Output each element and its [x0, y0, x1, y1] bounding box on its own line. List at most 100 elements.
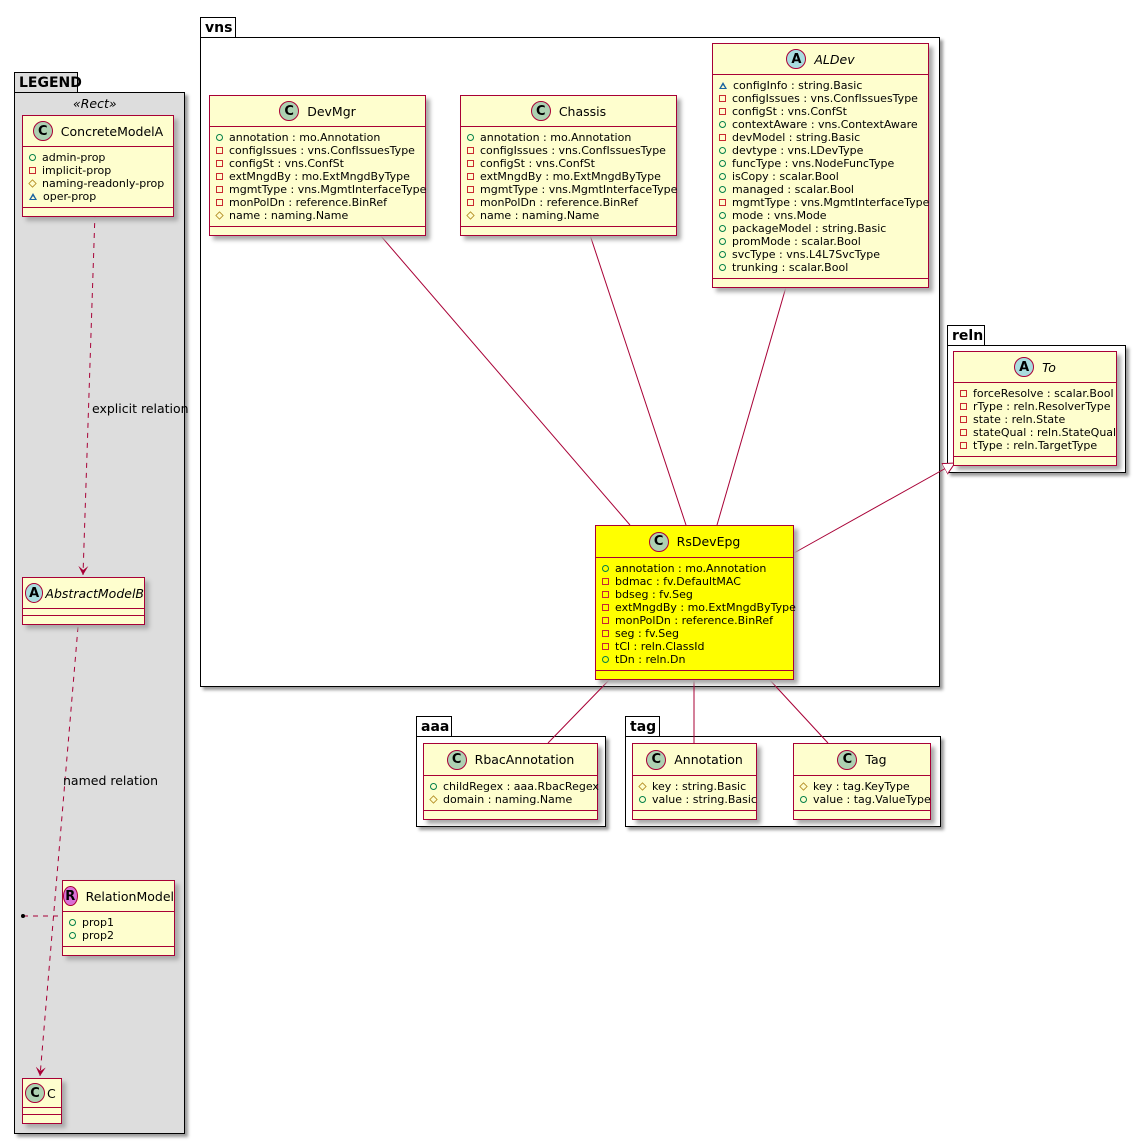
- attribute-row: annotation : mo.Annotation: [602, 562, 787, 575]
- attribute-text: bdseg : fv.Seg: [615, 588, 693, 601]
- class-name: RelationModel: [85, 888, 174, 904]
- package-reln: [947, 345, 1126, 473]
- private-visibility-icon: [467, 199, 474, 206]
- attribute-text: devModel : string.Basic: [732, 131, 861, 144]
- package-vns: [200, 37, 940, 687]
- private-visibility-icon: [467, 186, 474, 193]
- attribute-text: configSt : vns.ConfSt: [480, 157, 595, 170]
- attribute-text: value : string.Basic: [652, 793, 757, 806]
- private-visibility-icon: [602, 617, 609, 624]
- private-visibility-icon: [602, 578, 609, 585]
- attribute-text: mode : vns.Mode: [732, 209, 827, 222]
- attribute-text: monPolDn : reference.BinRef: [480, 196, 638, 209]
- protected-visibility-icon: [429, 795, 438, 804]
- attribute-text: key : tag.KeyType: [813, 780, 910, 793]
- public-visibility-icon: [639, 796, 646, 803]
- class-methods: [954, 457, 1116, 465]
- private-visibility-icon: [719, 199, 726, 206]
- attribute-row: extMngdBy : mo.ExtMngdByType: [467, 170, 670, 183]
- class-name: RsDevEpg: [676, 534, 741, 549]
- attribute-text: packageModel : string.Basic: [732, 222, 887, 235]
- attribute-text: domain : naming.Name: [443, 793, 573, 806]
- legend-stereotype: «Rect»: [73, 96, 117, 111]
- private-visibility-icon: [602, 630, 609, 637]
- attribute-row: funcType : vns.NodeFuncType: [719, 157, 922, 170]
- attribute-row: forceResolve : scalar.Bool: [960, 387, 1114, 400]
- class-header: C ConcreteModelA: [23, 116, 173, 147]
- public-visibility-icon: [719, 186, 726, 193]
- public-visibility-icon: [29, 154, 36, 161]
- public-visibility-icon: [719, 121, 726, 128]
- attribute-row: isCopy : scalar.Bool: [719, 170, 922, 183]
- class-methods: [210, 227, 425, 235]
- attribute-row: naming-readonly-prop: [28, 177, 167, 190]
- class-icon: C: [32, 121, 53, 141]
- attribute-text: implicit-prop: [42, 164, 112, 177]
- attribute-text: mgmtType : vns.MgmtInterfaceType: [732, 196, 930, 209]
- protected-visibility-icon: [28, 179, 37, 188]
- private-visibility-icon: [960, 403, 967, 410]
- attribute-row: implicit-prop: [29, 164, 167, 177]
- package-tag: [625, 736, 941, 827]
- attribute-text: extMngdBy : mo.ExtMngdByType: [480, 170, 661, 183]
- attribute-text: name : naming.Name: [229, 209, 349, 222]
- class-name: ConcreteModelA: [60, 123, 164, 139]
- public-visibility-icon: [719, 160, 726, 167]
- attribute-row: rType : reln.ResolverType: [960, 400, 1111, 413]
- class-attributes: [23, 1108, 61, 1115]
- relation-junction-dot: [21, 914, 25, 918]
- attribute-row: configInfo : string.Basic: [719, 79, 922, 92]
- attribute-text: monPolDn : reference.BinRef: [615, 614, 773, 627]
- private-visibility-icon: [216, 199, 223, 206]
- attribute-text: monPolDn : reference.BinRef: [229, 196, 387, 209]
- public-visibility-icon: [719, 225, 726, 232]
- public-visibility-icon: [800, 796, 807, 803]
- attribute-row: mode : vns.Mode: [719, 209, 922, 222]
- protected-visibility-icon: [466, 211, 475, 220]
- public-visibility-icon: [602, 656, 609, 663]
- attribute-row: managed : scalar.Bool: [719, 183, 922, 196]
- attribute-text: prop1: [82, 916, 114, 929]
- class-icon: C: [446, 749, 467, 770]
- attribute-row: packageModel : string.Basic: [719, 222, 922, 235]
- attribute-row: annotation : mo.Annotation: [216, 131, 419, 144]
- attribute-row: configSt : vns.ConfSt: [216, 157, 419, 170]
- package-visibility-icon: [29, 193, 37, 200]
- private-visibility-icon: [602, 591, 609, 598]
- attribute-row: devtype : vns.LDevType: [719, 144, 922, 157]
- attribute-row: promMode : scalar.Bool: [719, 235, 922, 248]
- class-methods: [424, 811, 597, 819]
- class-methods: [633, 811, 756, 819]
- attribute-text: configIssues : vns.ConfIssuesType: [732, 92, 918, 105]
- class-icon: C: [530, 101, 551, 121]
- named-relation-line: [35, 626, 79, 1077]
- attribute-row: configSt : vns.ConfSt: [719, 105, 922, 118]
- class-methods: [23, 616, 144, 624]
- abstract-class-icon: A: [786, 49, 807, 69]
- attribute-row: mgmtType : vns.MgmtInterfaceType: [467, 183, 677, 196]
- protected-visibility-icon: [799, 782, 808, 791]
- attribute-text: mgmtType : vns.MgmtInterfaceType: [229, 183, 427, 196]
- class-methods: [23, 1115, 61, 1123]
- attribute-text: childRegex : aaa.RbacRegex: [443, 780, 599, 793]
- private-visibility-icon: [960, 416, 967, 423]
